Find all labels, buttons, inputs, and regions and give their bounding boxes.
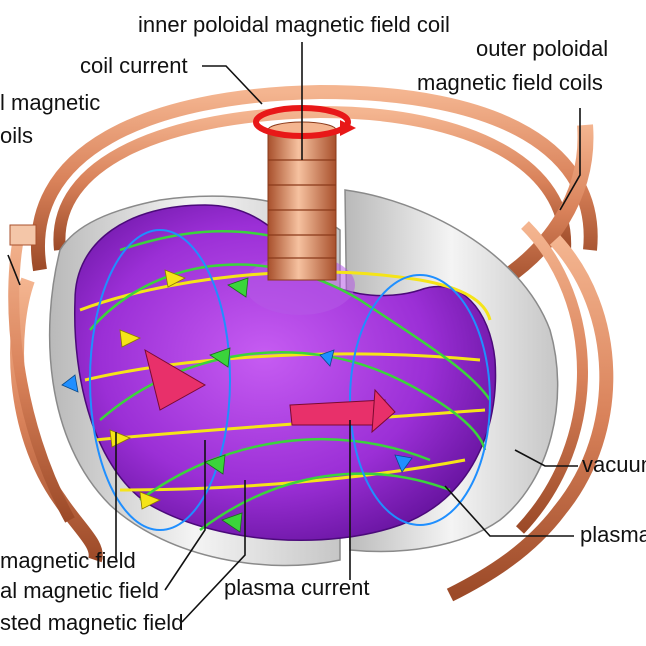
field-direction-arrows bbox=[61, 269, 413, 533]
label-coil-current: coil current bbox=[80, 53, 188, 78]
label-toroidal-field: al magnetic field bbox=[0, 578, 159, 603]
label-plasma: plasma bbox=[580, 522, 646, 547]
poloidal-field-lines bbox=[89, 229, 491, 531]
label-outer-coils-2: magnetic field coils bbox=[417, 70, 603, 95]
label-poloidal-field: magnetic field bbox=[0, 548, 136, 573]
label-toroidal-coils-2: oils bbox=[0, 123, 33, 148]
plasma-current-arrows bbox=[144, 348, 396, 434]
label-outer-coils-1: outer poloidal bbox=[476, 36, 608, 61]
diagram-labels: inner poloidal magnetic field coil coil … bbox=[0, 12, 646, 635]
label-plasma-current: plasma current bbox=[224, 575, 370, 600]
label-leader-lines bbox=[7, 42, 581, 623]
label-twisted-field: sted magnetic field bbox=[0, 610, 183, 635]
label-inner-coil: inner poloidal magnetic field coil bbox=[138, 12, 450, 37]
label-toroidal-coils-1: l magnetic bbox=[0, 90, 100, 115]
toroidal-field-lines bbox=[79, 270, 492, 492]
label-vacuum: vacuum bbox=[582, 452, 646, 477]
